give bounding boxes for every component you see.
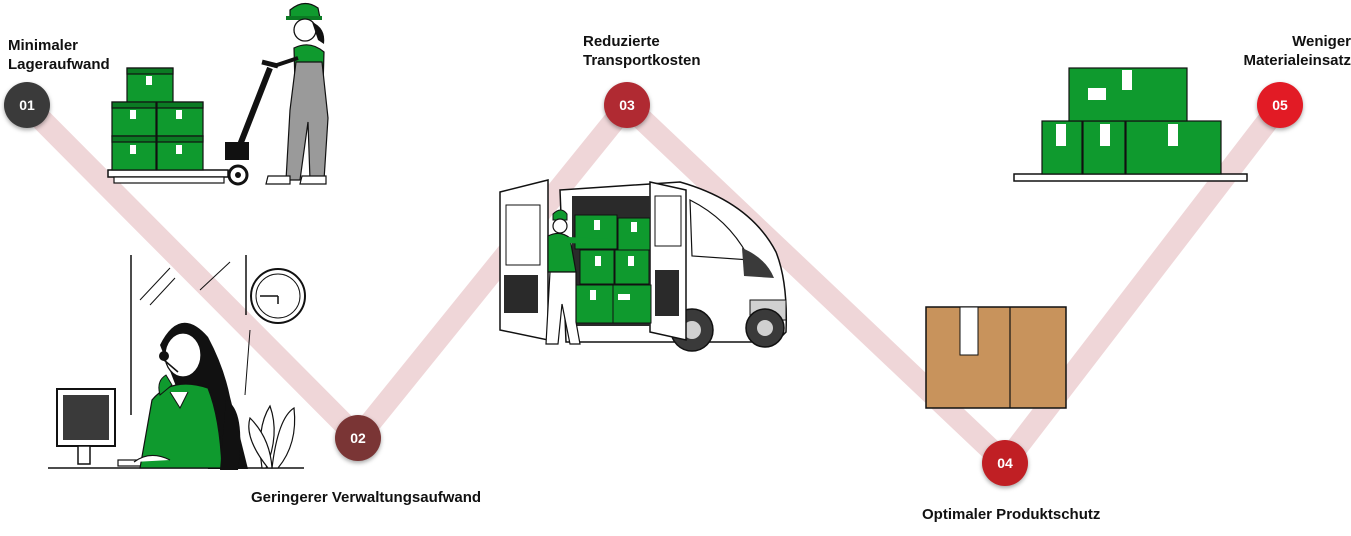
step-02-title: Geringerer Verwaltungsaufwand bbox=[251, 489, 482, 506]
delivery-van-loading-illustration bbox=[499, 179, 788, 352]
step-02-badge: 02 bbox=[335, 415, 381, 461]
office-agent-headset-illustration bbox=[48, 255, 306, 470]
cardboard-box-illustration bbox=[925, 306, 1067, 409]
step-01-badge: 01 bbox=[4, 82, 50, 128]
warehouse-worker-pallet-jack-illustration bbox=[107, 2, 329, 186]
stacked-boxes-shelf-illustration bbox=[1013, 67, 1248, 182]
step-04-title: Optimaler Produktschutz bbox=[922, 506, 1101, 523]
step-03-badge: 03 bbox=[604, 82, 650, 128]
step-05-badge: 05 bbox=[1257, 82, 1303, 128]
step-04-badge: 04 bbox=[982, 440, 1028, 486]
